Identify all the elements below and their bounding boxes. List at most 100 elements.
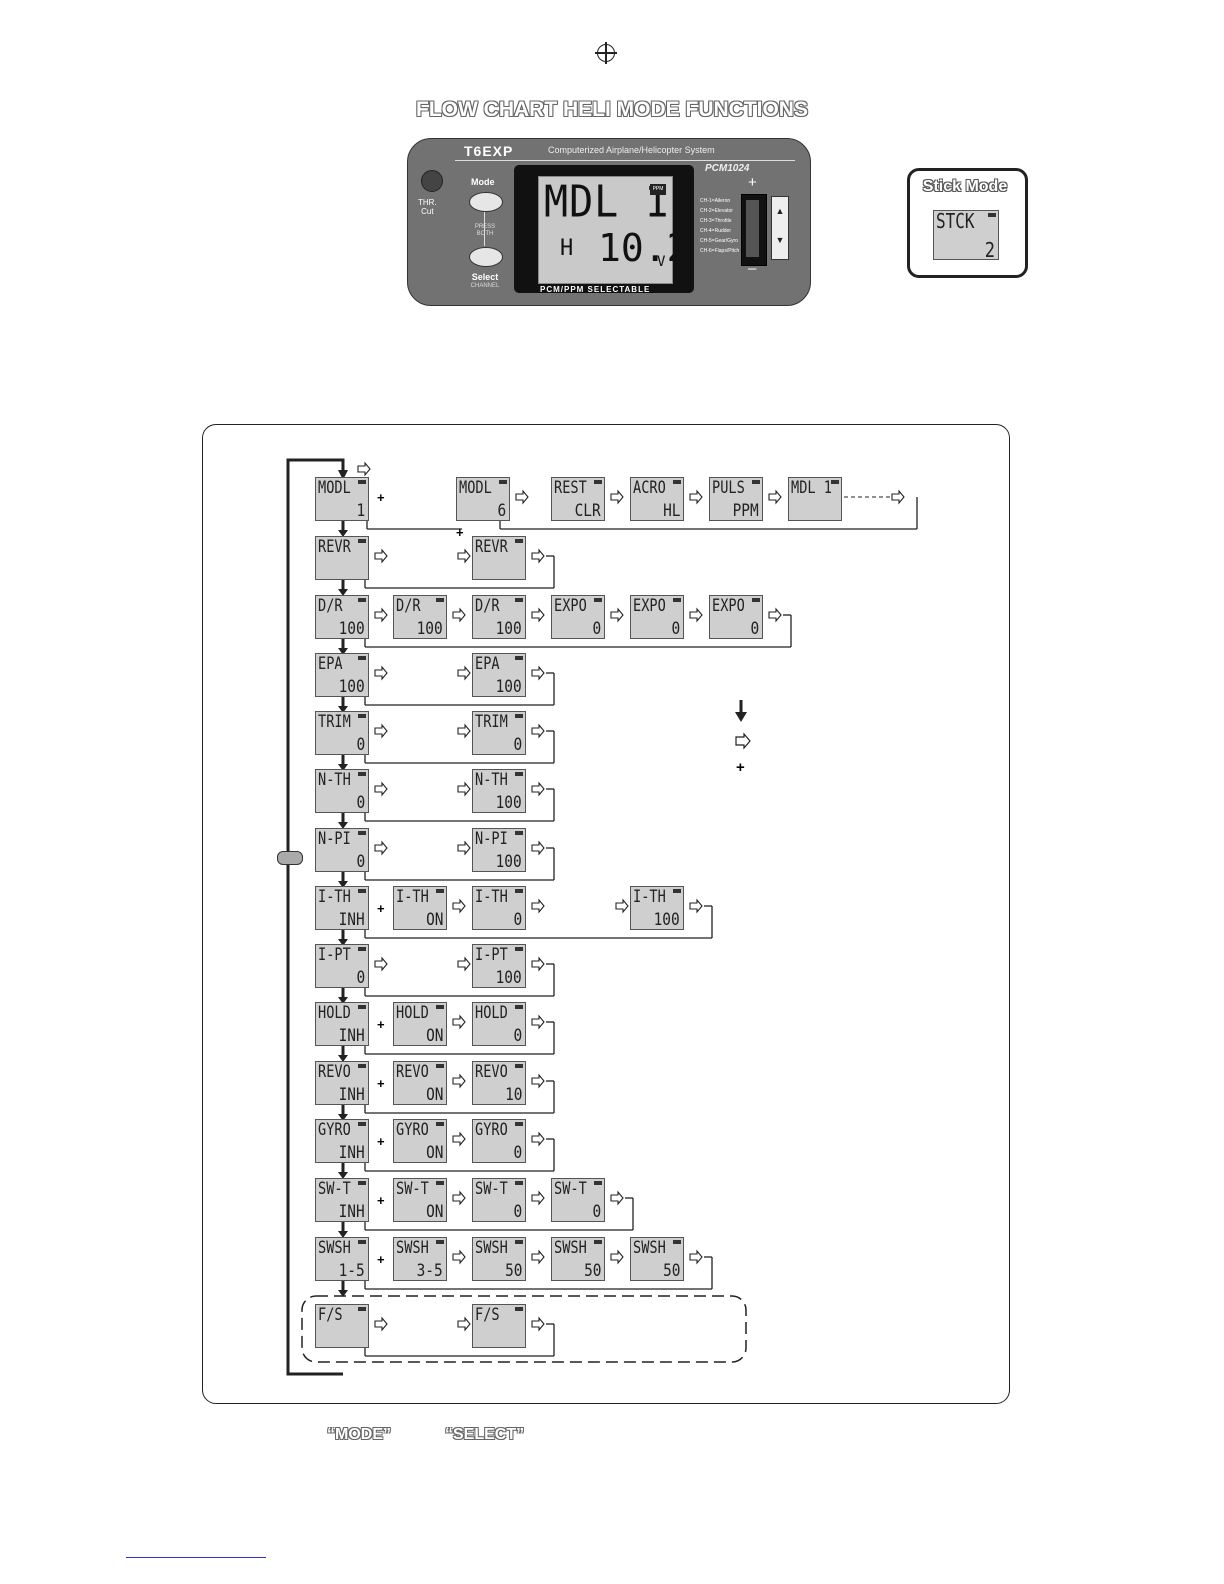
lcd-top-text: EPA xyxy=(475,654,500,674)
lcd-top-text: HOLD xyxy=(396,1003,429,1023)
top-right-arrow-icon xyxy=(357,461,371,477)
lcd-badge xyxy=(673,598,681,602)
stick-mode-box xyxy=(907,168,1028,278)
plus-icon: + xyxy=(377,1076,385,1091)
lcd-badge xyxy=(594,1240,602,1244)
lcd-top-text: EXPO xyxy=(712,596,745,616)
lcd-badge xyxy=(515,947,523,951)
screen-mode-letter: H xyxy=(560,236,574,261)
down-arrow-icon xyxy=(338,530,348,537)
plus-icon: + xyxy=(377,1193,385,1208)
right-arrow-icon xyxy=(457,665,471,681)
lcd-badge xyxy=(436,1122,444,1126)
plus-icon: + xyxy=(377,490,385,505)
stick-mode-lcd: STCK 2 xyxy=(933,210,999,260)
throttle-cut-button[interactable] xyxy=(421,170,443,192)
right-arrow-icon xyxy=(457,723,471,739)
lcd-top-text: REVR xyxy=(475,537,508,557)
plus-icon: + xyxy=(377,1252,385,1267)
down-arrow-icon xyxy=(338,1231,348,1238)
lcd-bottom-text: 0 xyxy=(513,735,522,755)
right-arrow-icon xyxy=(457,1316,471,1332)
trim-lever[interactable] xyxy=(746,200,759,257)
down-arrow-icon xyxy=(338,822,348,829)
lcd-bottom-text: 100 xyxy=(495,677,522,697)
lcd-screen-f-s: F/S xyxy=(472,1304,526,1348)
down-arrow-icon xyxy=(338,997,348,1004)
down-arrow-icon xyxy=(338,1055,348,1062)
right-arrow-icon xyxy=(531,723,545,739)
lcd-badge xyxy=(515,831,523,835)
mode-label: Mode xyxy=(471,177,495,187)
mode-button[interactable] xyxy=(469,192,503,212)
right-arrow-icon xyxy=(374,723,388,739)
lcd-bottom-text: 0 xyxy=(671,619,680,639)
lcd-top-text: HOLD xyxy=(475,1003,508,1023)
plus-icon: + xyxy=(456,525,464,540)
right-arrow-icon xyxy=(457,840,471,856)
screen-voltage-unit: V xyxy=(657,254,666,270)
right-arrow-icon xyxy=(689,607,703,623)
right-arrow-icon xyxy=(457,956,471,972)
right-arrow-icon xyxy=(689,489,703,505)
lcd-top-text: SW-T xyxy=(475,1179,508,1199)
lcd-top-text: F/S xyxy=(318,1305,343,1325)
registration-mark-icon xyxy=(595,42,617,64)
lcd-top-text: GYRO xyxy=(396,1120,429,1140)
lcd-badge xyxy=(515,539,523,543)
select-button[interactable] xyxy=(469,247,503,267)
lcd-badge xyxy=(358,947,366,951)
lcd-top-text: REST xyxy=(554,478,587,498)
lcd-top-text: STCK xyxy=(936,210,975,233)
lcd-badge xyxy=(988,213,996,217)
down-arrow-icon xyxy=(338,1172,348,1179)
footer-link-underline xyxy=(126,1557,266,1558)
right-arrow-icon xyxy=(531,548,545,564)
trim-arrows-icon[interactable]: ▲▼ xyxy=(771,196,789,260)
lcd-top-text: GYRO xyxy=(475,1120,508,1140)
lcd-bottom-text: ON xyxy=(425,910,443,930)
down-arrow-icon xyxy=(338,939,348,946)
lcd-bottom-text: ON xyxy=(425,1202,443,1222)
plus-icon: + xyxy=(377,1134,385,1149)
lcd-top-text: I-TH xyxy=(396,887,429,907)
right-arrow-icon xyxy=(452,1014,466,1030)
lcd-top-text: SWSH xyxy=(318,1238,351,1258)
lcd-bottom-text: 100 xyxy=(653,910,680,930)
right-arrow-icon xyxy=(452,607,466,623)
lcd-badge xyxy=(515,889,523,893)
lcd-top-text: SWSH xyxy=(396,1238,429,1258)
lcd-top-text: TRIM xyxy=(318,712,351,732)
fail-safe-dashed-box xyxy=(301,1295,747,1363)
lcd-badge xyxy=(515,1240,523,1244)
right-arrow-icon xyxy=(610,1190,624,1206)
down-arrow-icon xyxy=(338,706,348,713)
lcd-badge xyxy=(358,480,366,484)
channel-label-item: CH-2=Elevator xyxy=(700,208,733,214)
right-arrow-icon xyxy=(531,665,545,681)
lcd-badge xyxy=(436,1005,444,1009)
connector-line xyxy=(484,212,485,246)
throttle-cut-label: THR. Cut xyxy=(418,198,437,216)
lcd-badge xyxy=(515,1064,523,1068)
lcd-badge xyxy=(358,1005,366,1009)
lcd-top-text: REVO xyxy=(475,1062,508,1082)
press-both-label: PRESS BOTH xyxy=(474,224,496,237)
lcd-screen-i-th: I-TH ON xyxy=(393,886,447,930)
lcd-top-text: N-PI xyxy=(475,829,508,849)
lcd-top-text: SW-T xyxy=(396,1179,429,1199)
down-arrow-icon xyxy=(338,589,348,596)
right-arrow-icon xyxy=(531,1014,545,1030)
footer-select: “SELECT” xyxy=(445,1426,525,1443)
channel-label-item: CH-4=Rudder xyxy=(700,228,731,234)
right-arrow-icon xyxy=(768,607,782,623)
lcd-badge xyxy=(515,1122,523,1126)
